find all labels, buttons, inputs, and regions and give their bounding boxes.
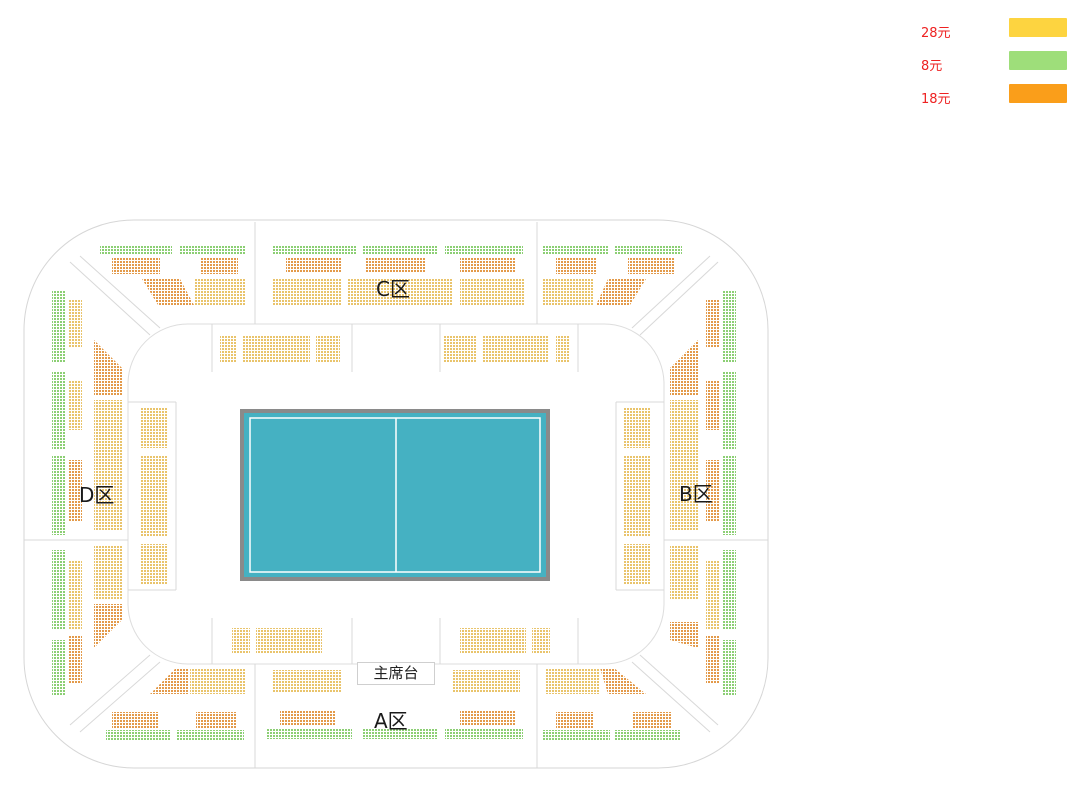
legend-swatch-green — [1009, 51, 1067, 70]
legend-item-18[interactable]: 18元 — [915, 82, 1075, 115]
zone-c-label[interactable]: C区 — [376, 277, 410, 301]
section-dividers — [24, 222, 768, 768]
legend-label: 28元 — [921, 26, 951, 41]
price-legend: 28元 8元 18元 — [915, 16, 1075, 115]
zone-b-label[interactable]: B区 — [679, 482, 713, 506]
inner-top-seats[interactable] — [220, 336, 570, 362]
legend-item-28[interactable]: 28元 — [915, 16, 1075, 49]
zone-b-seats[interactable] — [624, 290, 736, 696]
zone-d-seats[interactable] — [52, 290, 168, 696]
court-surface — [244, 413, 546, 577]
court-lines — [249, 417, 541, 573]
zone-a-seats[interactable] — [106, 668, 680, 740]
legend-swatch-yellow — [1009, 18, 1067, 37]
legend-swatch-orange — [1009, 84, 1067, 103]
zone-a-label[interactable]: A区 — [374, 709, 408, 733]
zone-d-label[interactable]: D区 — [79, 483, 115, 507]
inner-bottom-seats[interactable] — [232, 628, 550, 654]
outer-bowl-outline — [23, 219, 769, 769]
main-stand-label[interactable]: 主席台 — [357, 662, 435, 685]
legend-label: 8元 — [921, 59, 943, 74]
zone-c-seats[interactable] — [100, 245, 682, 305]
legend-label: 18元 — [921, 92, 951, 107]
legend-item-8[interactable]: 8元 — [915, 49, 1075, 82]
